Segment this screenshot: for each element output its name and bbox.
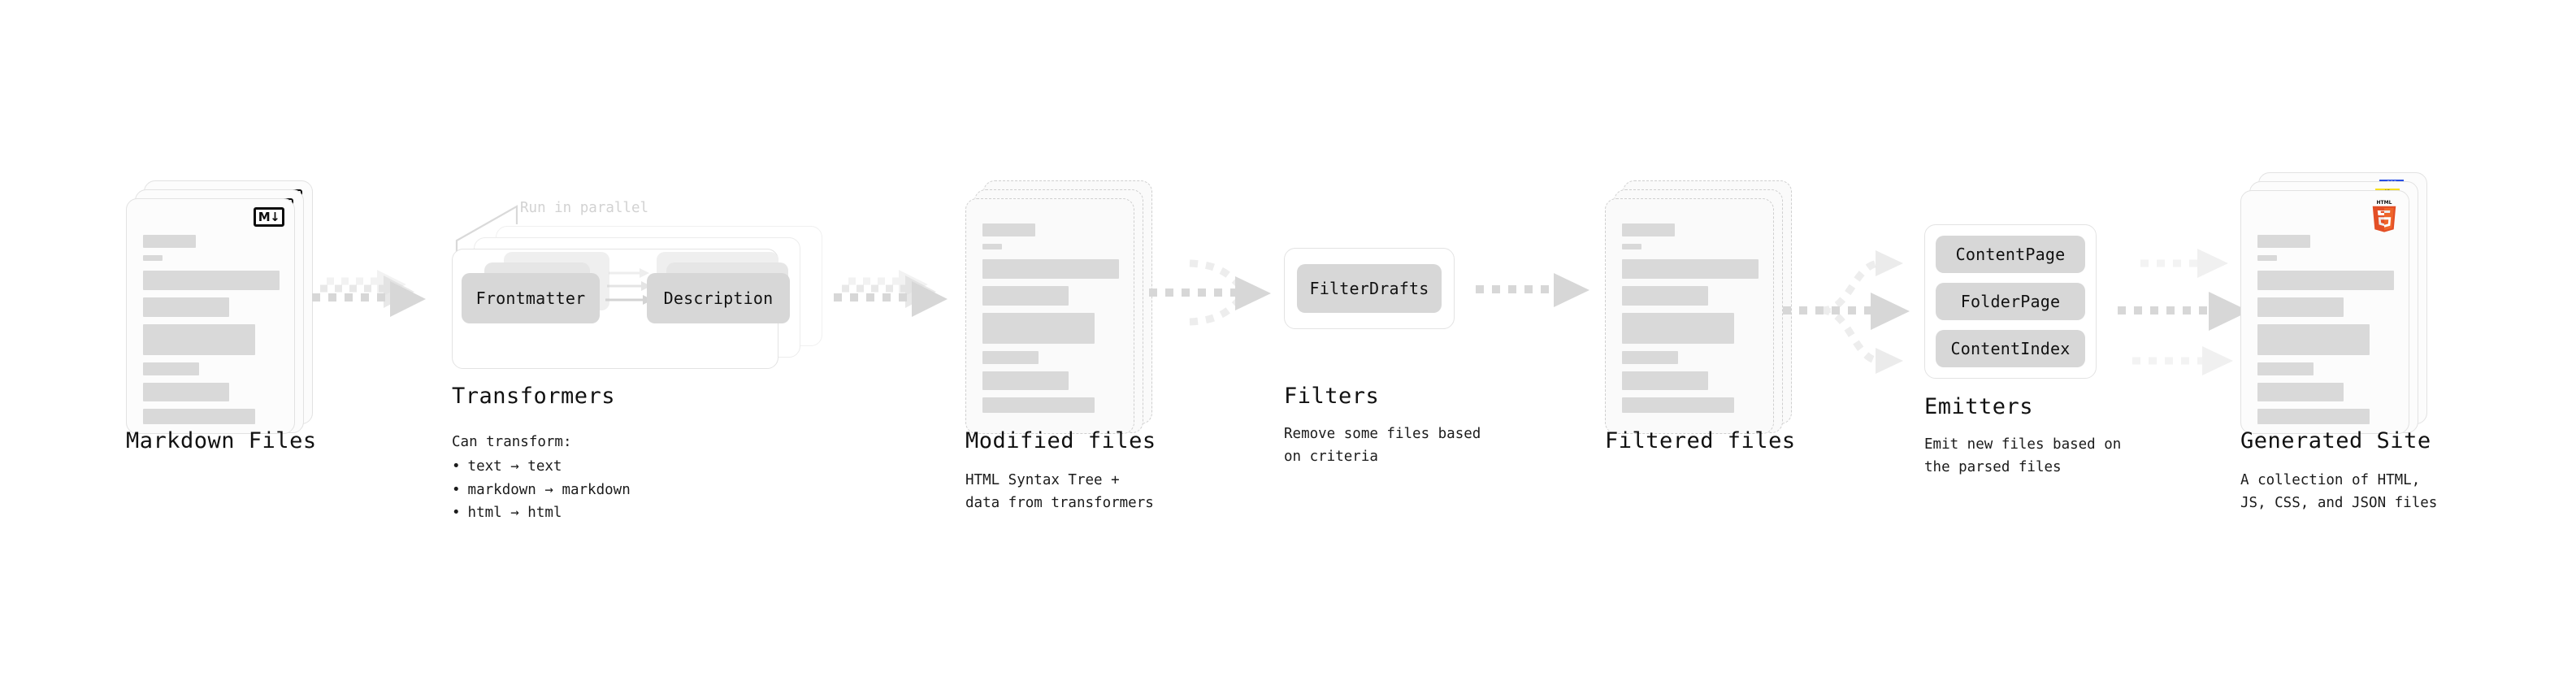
transformer-pill-frontmatter[interactable]: Frontmatter [462,273,600,323]
page-title-filters: Filters [1284,384,1380,409]
emitter-pill-label: FolderPage [1960,292,2061,311]
stage-modified-files [965,180,1152,434]
stage-emitters: ContentPage FolderPage ContentIndex [1924,224,2097,379]
document-skeleton [2257,235,2394,432]
skeleton-bar [1622,371,1708,390]
filter-pill-filterdrafts[interactable]: FilterDrafts [1297,264,1442,313]
page-title-modified-files: Modified files [965,428,1156,453]
transformer-internal-arrows [605,268,653,305]
list-item: html → html [452,501,631,524]
transformers-capabilities: Can transform: text → text markdown → ma… [452,431,631,524]
document-skeleton [143,235,280,432]
skeleton-bar [2257,409,2370,424]
file-sheet-front: M↓ [126,198,295,434]
stage-filtered-files [1605,180,1792,434]
transformer-pill-label: Description [663,288,774,308]
stage-markdown-files: M↓ M↓ M↓ [126,180,313,434]
skeleton-bar [2257,362,2314,375]
run-in-parallel-label: Run in parallel [520,200,649,216]
document-skeleton [1622,223,1759,420]
arrow-filters-to-filtered [1471,273,1593,323]
skeleton-bar [1622,313,1734,344]
file-sheet-front [965,198,1134,434]
skeleton-bar [982,286,1069,306]
list-item: text → text [452,455,631,478]
filtered-file-stack [1605,180,1792,434]
svg-text:HTML: HTML [2377,200,2392,206]
list-item: markdown → markdown [452,479,631,501]
emitter-pill-label: ContentPage [1955,245,2066,264]
capabilities-heading: Can transform: [452,434,572,450]
emitter-pill-folderpage[interactable]: FolderPage [1936,283,2085,320]
emitter-pill-contentindex[interactable]: ContentIndex [1936,330,2085,367]
generated-site-file-stack: CSS JS HTML [2240,172,2427,434]
skeleton-bar [1622,351,1678,364]
skeleton-bar [982,313,1095,344]
stage-generated-site: CSS JS HTML [2240,172,2427,434]
skeleton-bar [982,397,1095,413]
page-title-markdown-files: Markdown Files [126,428,317,453]
skeleton-bar [1622,223,1675,236]
capabilities-list: text → text markdown → markdown html → h… [452,455,631,524]
filters-description: Remove some files based on criteria [1284,426,1481,466]
page-title-generated-site: Generated Site [2240,428,2431,453]
skeleton-bar [143,271,280,290]
skeleton-bar [2257,271,2394,290]
skeleton-bar [143,255,163,261]
skeleton-bar [1622,286,1708,306]
skeleton-bar [982,244,1002,249]
emitter-pill-contentpage[interactable]: ContentPage [1936,236,2085,273]
arrow-emitters-to-site [2113,236,2255,390]
skeleton-bar [143,383,229,401]
transformer-pill-description[interactable]: Description [647,273,790,323]
skeleton-bar [982,259,1119,279]
generated-site-description: A collection of HTML, JS, CSS, and JSON … [2240,472,2438,512]
html5-icon: HTML [2370,198,2399,232]
page-title-transformers: Transformers [452,384,616,409]
skeleton-bar [2257,255,2277,261]
modified-files-description: HTML Syntax Tree + data from transformer… [965,472,1154,512]
skeleton-bar [1622,397,1734,413]
stage-filters: FilterDrafts [1284,248,1455,329]
emitter-pill-label: ContentIndex [1950,339,2071,358]
arrow-markdown-to-transformers [307,268,429,333]
arrow-filtered-to-emitters [1780,236,1918,390]
skeleton-bar [2257,324,2370,355]
file-sheet-front: HTML [2240,190,2409,434]
skeleton-bar [1622,259,1759,279]
transformer-pill-label: Frontmatter [475,288,586,308]
document-skeleton [982,223,1119,420]
filter-pill-label: FilterDrafts [1309,279,1429,298]
skeleton-bar [143,235,196,248]
skeleton-bar [2257,235,2310,248]
arrow-transformers-to-modified [829,268,951,333]
skeleton-bar [143,324,255,355]
skeleton-bar [2257,383,2344,401]
skeleton-bar [1622,244,1641,249]
skeleton-bar [982,223,1035,236]
file-sheet-front [1605,198,1774,434]
skeleton-bar [982,351,1039,364]
skeleton-bar [143,362,199,375]
markdown-file-stack: M↓ M↓ M↓ [126,180,313,434]
skeleton-bar [2257,297,2344,317]
skeleton-bar [143,297,229,317]
emitters-description: Emit new files based on the parsed files [1924,436,2122,476]
arrow-modified-to-filters [1144,258,1274,340]
page-title-filtered-files: Filtered files [1605,428,1796,453]
skeleton-bar [143,409,255,424]
page-title-emitters: Emitters [1924,394,2034,419]
markdown-icon: M↓ [254,207,284,227]
stage-transformers: Run in parallel Frontmat [445,200,827,372]
modified-file-stack [965,180,1152,434]
skeleton-bar [982,371,1069,390]
